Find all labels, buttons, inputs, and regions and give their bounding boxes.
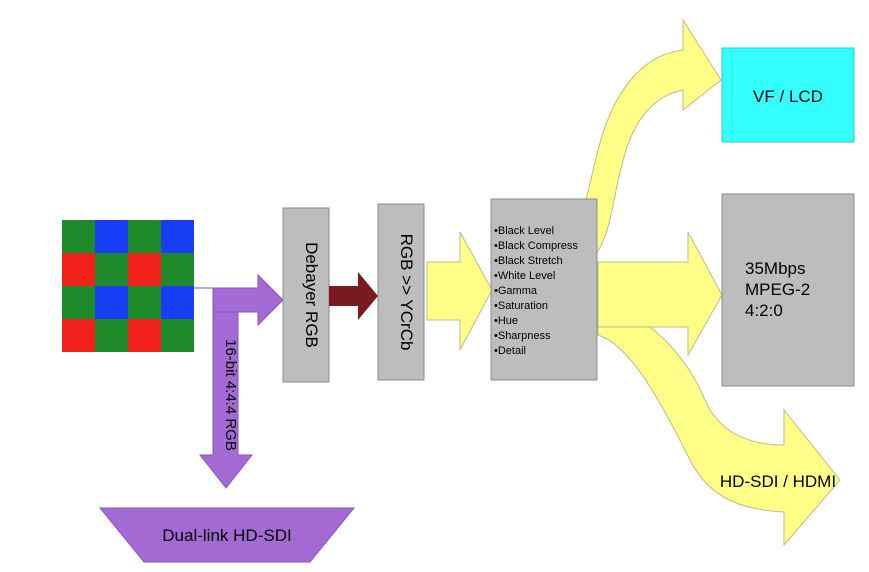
codec-block — [721, 193, 855, 387]
sensor-pixel-red — [62, 319, 95, 352]
sensor-pixel-blue — [161, 220, 194, 253]
codec-line: 4:2:0 — [745, 301, 783, 320]
processing-item: •Black Stretch — [494, 255, 563, 267]
image-processing-block — [490, 198, 598, 381]
processing-item: •Detail — [494, 345, 526, 357]
vf-lcd-block — [721, 47, 855, 143]
sensor-pixel-green — [161, 319, 194, 352]
sensor-pixel-red — [128, 253, 161, 286]
vf-lcd-label: VF / LCD — [753, 87, 823, 106]
processing-item: •Hue — [494, 315, 518, 327]
yellow-arrows — [426, 18, 841, 547]
purple-raw-path: Dual-link HD-SDI 16-bit 4:4:4 RGB — [98, 273, 356, 563]
rgb-to-ycrcb-block — [377, 203, 425, 381]
processing-item: •Black Compress — [494, 240, 578, 252]
sensor-pixel-blue — [95, 286, 128, 319]
arrow-to-codec — [597, 231, 723, 357]
dual-link-hd-sdi-trapezoid — [98, 507, 356, 563]
sensor-pixel-red — [128, 319, 161, 352]
processing-items: •Black Level •Black Compress •Black Stretc… — [494, 225, 578, 357]
sensor-pixel-blue — [95, 220, 128, 253]
bayer-sensor-grid — [62, 220, 194, 352]
codec-line: 35Mbps — [745, 259, 805, 278]
debayer-block — [282, 207, 330, 383]
sensor-pixel-green — [95, 253, 128, 286]
hdsdi-hdmi-label: HD-SDI / HDMI — [720, 472, 836, 491]
sensor-pixel-red — [62, 253, 95, 286]
sensor-pixel-green — [128, 286, 161, 319]
arrow-to-debayer — [194, 273, 284, 327]
sensor-pixel-green — [128, 220, 161, 253]
processing-item: •Gamma — [494, 285, 538, 297]
raw-format-label: 16-bit 4:4:4 RGB — [222, 339, 239, 451]
arrow-to-hdsdi-hdmi — [597, 299, 841, 547]
dual-link-hd-sdi-label: Dual-link HD-SDI — [162, 526, 291, 545]
sensor-pixel-green — [62, 220, 95, 253]
codec-line: MPEG-2 — [745, 280, 810, 299]
sensor-pixel-green — [95, 319, 128, 352]
arrow-to-processing — [426, 231, 493, 351]
rgb-to-ycrcb-label: RGB >> YCrCb — [397, 234, 416, 351]
sensor-pixel-blue — [161, 286, 194, 319]
processing-item: •Black Level — [494, 225, 554, 237]
arrow-to-dual-link — [198, 311, 254, 489]
sensor-pixel-green — [161, 253, 194, 286]
processing-item: •White Level — [494, 270, 555, 282]
processing-item: •Saturation — [494, 300, 548, 312]
debayer-label: Debayer RGB — [302, 242, 321, 348]
sensor-pixel-green — [62, 286, 95, 319]
arrow-to-rgb-ycrcb — [329, 272, 378, 320]
processing-item: •Sharpness — [494, 330, 551, 342]
arrow-to-vf-lcd — [564, 18, 722, 261]
